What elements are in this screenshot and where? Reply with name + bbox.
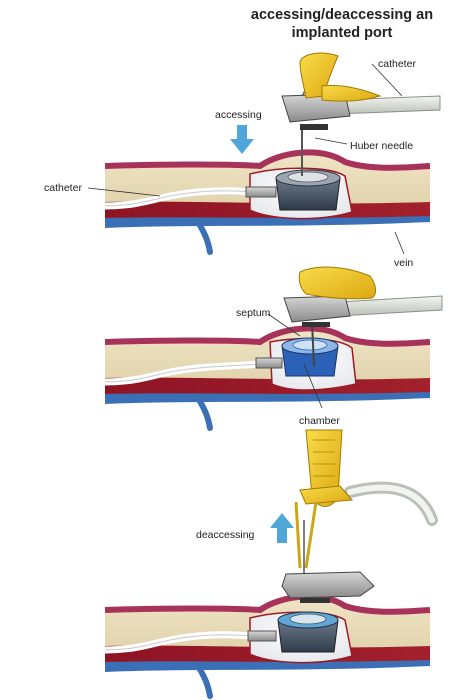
deaccessing-arrow <box>270 513 294 543</box>
title-line-1: accessing/deaccessing an <box>250 7 434 23</box>
needle-assembly-2 <box>283 266 443 327</box>
panel-accessing <box>105 152 430 252</box>
accessing-arrow <box>230 125 254 154</box>
needle-assembly-3 <box>281 429 438 603</box>
label-catheter-left: catheter <box>44 182 82 194</box>
label-catheter-top: catheter <box>378 58 416 70</box>
label-huber-needle: Huber needle <box>350 140 413 152</box>
label-deaccessing: deaccessing <box>196 529 255 541</box>
label-chamber: chamber <box>299 415 340 427</box>
needle-assembly-1 <box>281 52 441 176</box>
panel-septum <box>105 321 430 428</box>
label-septum: septum <box>236 307 271 319</box>
label-accessing: accessing <box>215 109 262 121</box>
panel-deaccessing <box>105 596 430 696</box>
leader-lines <box>87 63 405 409</box>
title-line-2: implanted port <box>291 25 393 41</box>
label-vein: vein <box>394 257 413 269</box>
diagram-title: accessing/deaccessing an implanted port <box>220 6 464 42</box>
